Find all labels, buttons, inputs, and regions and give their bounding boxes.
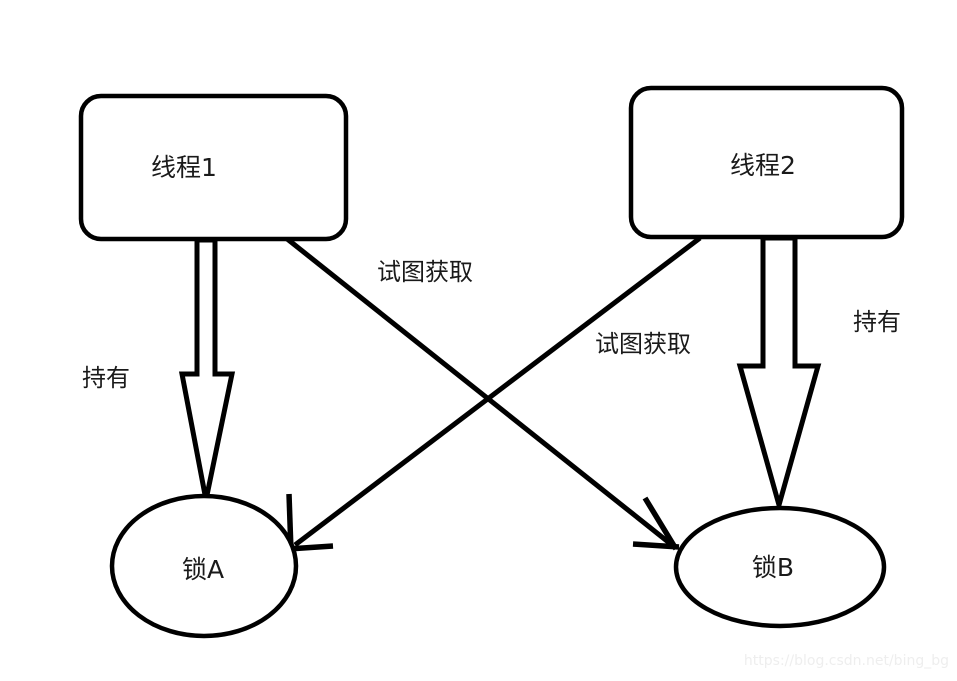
node-thread1-shape <box>78 93 349 242</box>
edge-label-hold-locka: 持有 <box>82 364 130 392</box>
watermark: https://blog.csdn.net/bing_bg <box>744 653 949 669</box>
node-lockb-label: 锁B <box>752 553 794 582</box>
edge-label-try-acquire-locka: 试图获取 <box>595 330 691 358</box>
node-locka-shape <box>109 493 299 639</box>
edge-line-thread2-to-locka <box>293 236 702 547</box>
node-thread1-label: 线程1 <box>151 153 217 182</box>
node-thread2-label: 线程2 <box>730 151 796 180</box>
node-lockb[interactable]: 锁B <box>673 505 887 629</box>
arrowhead-into-lockb <box>632 496 680 551</box>
edge-label-hold-lockb: 持有 <box>853 308 901 336</box>
block-arrow-thread2-holds-lockb <box>736 235 822 515</box>
node-lockb-shape <box>673 505 887 629</box>
node-locka[interactable]: 锁A <box>109 493 299 639</box>
node-thread1[interactable]: 线程1 <box>78 93 349 242</box>
node-thread2-shape <box>628 85 905 240</box>
node-thread2[interactable]: 线程2 <box>628 85 905 240</box>
edge-label-try-acquire-lockb: 试图获取 <box>377 258 473 286</box>
edge-line-thread1-to-lockb <box>284 236 674 547</box>
node-locka-label: 锁A <box>182 555 224 584</box>
block-arrow-thread1-holds-locka <box>178 237 236 501</box>
